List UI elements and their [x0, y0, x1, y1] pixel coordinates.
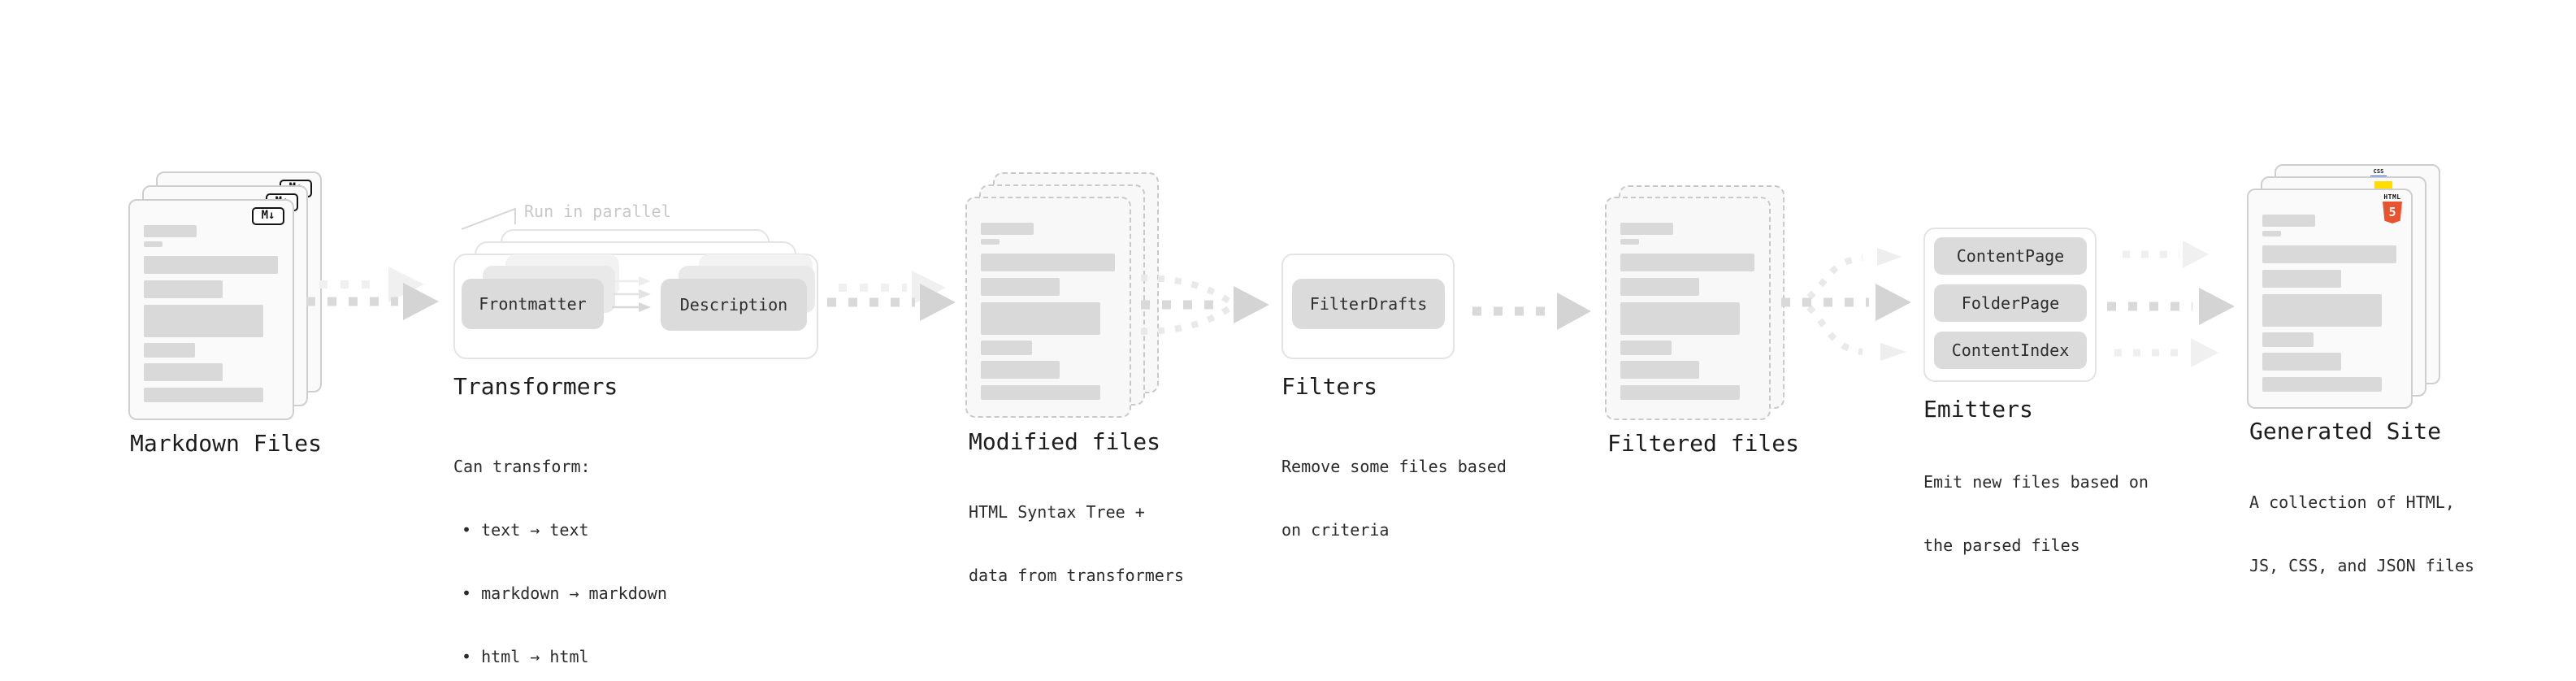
modified-files-caption: HTML Syntax Tree + data from transformer…	[969, 459, 1184, 628]
stage-title-markdown-files: Markdown Files	[130, 430, 323, 457]
caption-line: Remove some files based	[1281, 457, 1507, 476]
contentpage-box: ContentPage	[1934, 237, 2087, 275]
stage-title-filtered-files: Filtered files	[1607, 430, 1800, 457]
caption-line: the parsed files	[1923, 536, 2080, 555]
caption-line: Can transform:	[453, 457, 591, 476]
emitters-caption: Emit new files based on the parsed files	[1923, 429, 2149, 598]
run-in-parallel-annotation: Run in parallel	[524, 202, 671, 221]
stage-title-transformers: Transformers	[453, 373, 618, 400]
html5-icon: HTML 5	[2380, 193, 2405, 223]
generated-site-caption: A collection of HTML, JS, CSS, and JSON …	[2249, 449, 2474, 618]
folderpage-box: FolderPage	[1934, 284, 2087, 322]
caption-line: A collection of HTML,	[2249, 492, 2455, 512]
arrow-transformers-to-modified	[827, 271, 956, 321]
markdown-icon: M↓	[252, 207, 284, 225]
markdown-file-card: M↓	[128, 199, 294, 420]
modified-file-card	[965, 197, 1131, 418]
generated-site-card: HTML 5	[2247, 189, 2413, 409]
caption-bullet: • text → text	[462, 520, 589, 540]
filters-caption: Remove some files based on criteria	[1281, 414, 1507, 583]
caption-line: Emit new files based on	[1923, 472, 2149, 492]
arrow-filtered-to-emitters	[1781, 248, 1911, 361]
run-in-parallel-leader-line	[461, 207, 516, 230]
caption-line: data from transformers	[969, 566, 1184, 585]
stage-title-generated-site: Generated Site	[2249, 418, 2442, 445]
stage-title-emitters: Emitters	[1923, 396, 2033, 423]
stage-title-modified-files: Modified files	[969, 428, 1161, 455]
arrow-markdown-to-transformers	[306, 267, 439, 320]
js-icon	[2374, 181, 2392, 190]
arrow-modified-to-filters	[1140, 275, 1269, 335]
caption-bullet: • html → html	[462, 647, 589, 666]
frontmatter-box: Frontmatter	[462, 279, 604, 329]
caption-line: JS, CSS, and JSON files	[2249, 556, 2474, 575]
caption-line: on criteria	[1281, 520, 1390, 540]
caption-bullet: • markdown → markdown	[462, 583, 667, 603]
contentindex-box: ContentIndex	[1934, 332, 2087, 369]
arrow-filters-to-filtered	[1472, 293, 1591, 330]
filtered-file-card	[1605, 197, 1771, 420]
arrow-emitters-to-generated	[2107, 241, 2235, 367]
description-box: Description	[661, 279, 807, 331]
transformers-caption: Can transform: • text → text • markdown …	[453, 414, 667, 681]
filterdrafts-box: FilterDrafts	[1292, 279, 1445, 329]
caption-line: HTML Syntax Tree +	[969, 502, 1145, 522]
stage-title-filters: Filters	[1281, 373, 1378, 400]
